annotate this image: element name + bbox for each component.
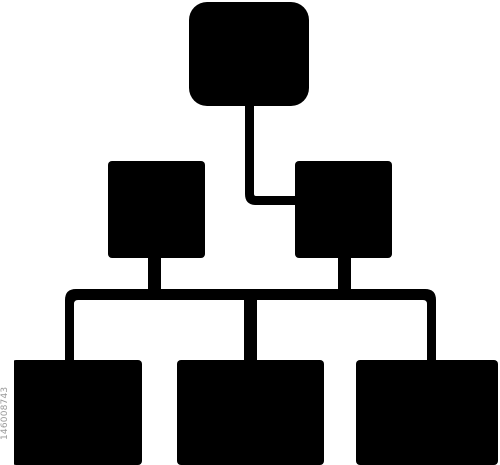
connector-top-to-right	[245, 100, 296, 205]
connector-right-stem	[338, 258, 351, 292]
node-top	[189, 2, 309, 106]
stock-id-watermark: 146008743	[0, 386, 10, 440]
node-bottom-center	[177, 360, 324, 465]
connector-lines	[65, 100, 436, 362]
connector-bus	[65, 289, 436, 362]
node-mid-right	[295, 161, 392, 258]
node-boxes	[12, 2, 498, 465]
node-mid-left	[108, 161, 205, 258]
connector-left-stem	[148, 258, 161, 292]
connector-center-drop	[244, 296, 257, 362]
watermark-strip: 146008743	[0, 0, 14, 465]
node-bottom-right	[356, 360, 498, 465]
node-bottom-left	[12, 360, 142, 465]
